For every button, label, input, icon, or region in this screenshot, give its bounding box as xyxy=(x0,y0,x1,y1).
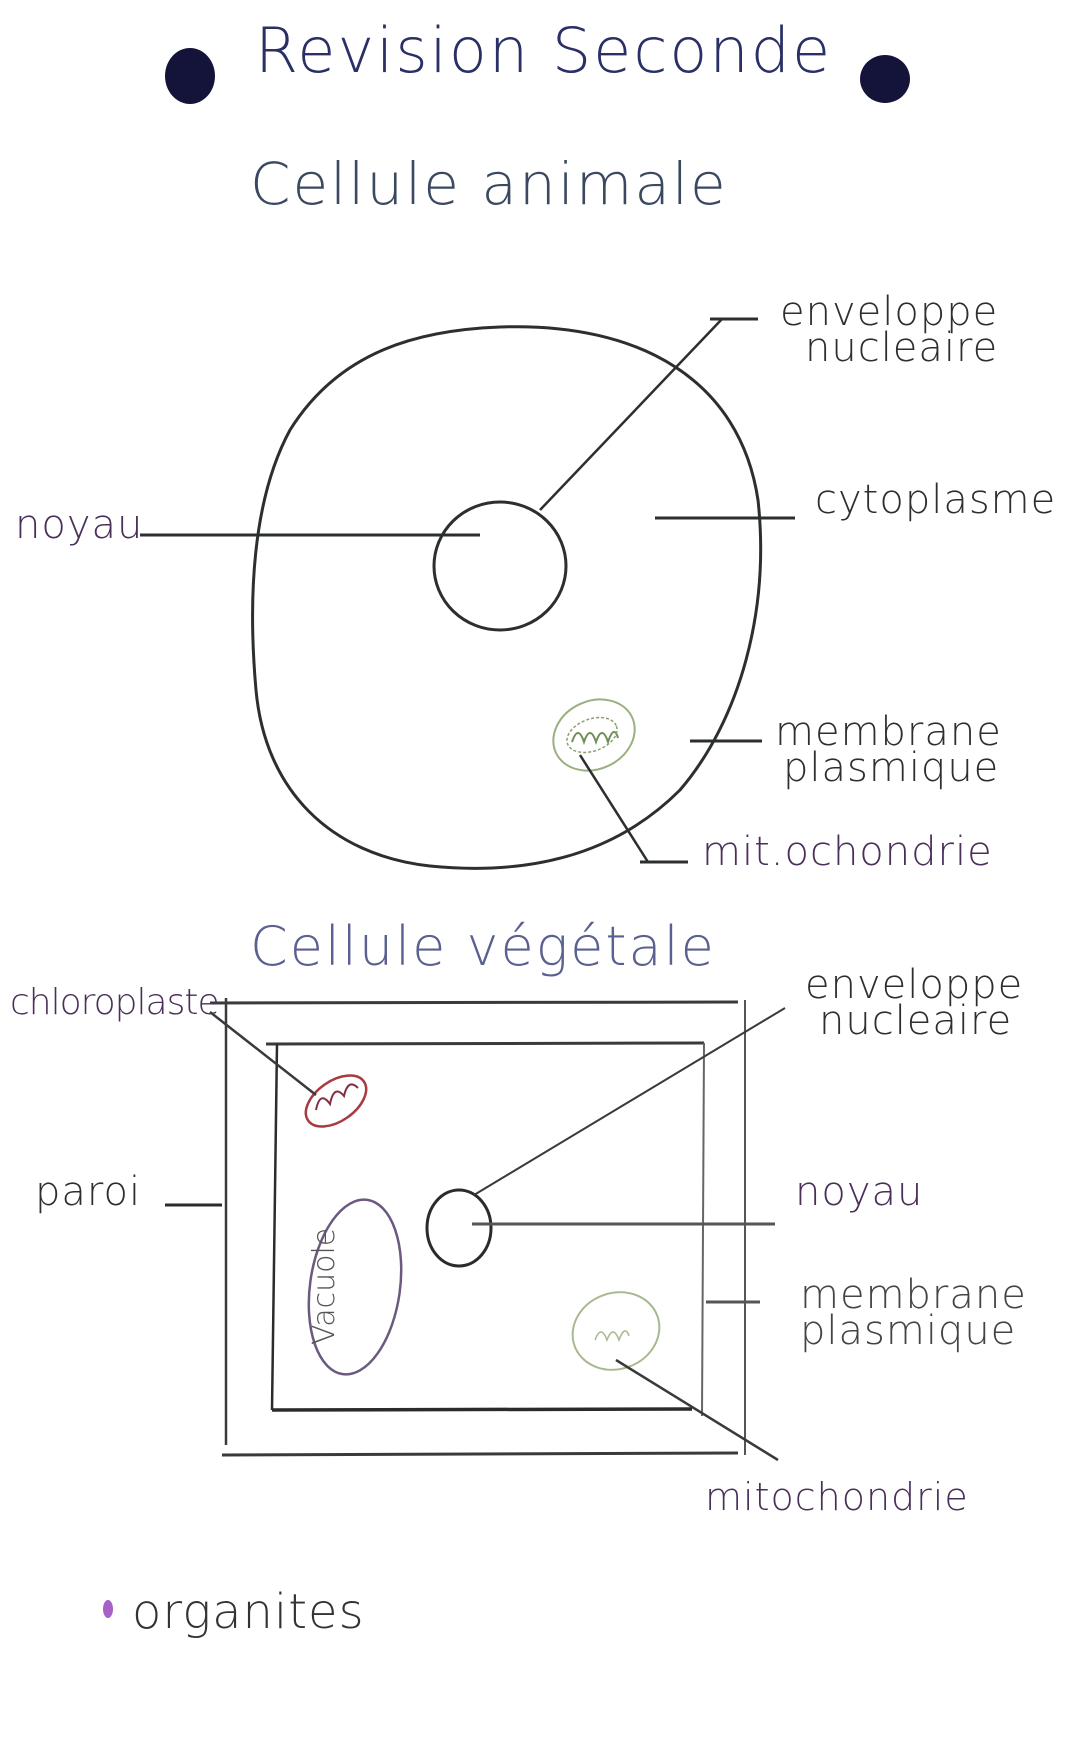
label-line: membrane xyxy=(800,1272,1027,1318)
animal-cell-heading: Cellule animale xyxy=(250,150,728,218)
plant-label-nucleus: noyau xyxy=(795,1169,924,1215)
label-line: plasmique xyxy=(783,745,1000,791)
vacuole-shape xyxy=(307,1198,403,1376)
label-line: membrane xyxy=(775,709,1002,755)
animal-mitochondria xyxy=(552,698,636,772)
plant-label-mitochondria: mitochondrie xyxy=(705,1475,969,1519)
plant-label-vacuole: Vacuole xyxy=(307,1227,342,1345)
header-bullet-left xyxy=(165,48,215,104)
label-line: enveloppe xyxy=(805,962,1024,1008)
animal-label-cytoplasm: cytoplasme xyxy=(815,477,1057,523)
plant-cell-heading: Cellule végétale xyxy=(250,915,716,978)
animal-label-mitochondria: mit.ochondrie xyxy=(702,829,993,875)
animal-cell-membrane xyxy=(251,325,763,870)
animal-label-plasma-membrane: membrane plasmique xyxy=(775,712,1002,788)
plant-label-plasma-membrane: membrane plasmique xyxy=(800,1275,1027,1351)
legend-organelles: organites xyxy=(132,1584,365,1640)
animal-label-nuclear-envelope: enveloppe nucleaire xyxy=(780,292,998,368)
header-bullet-right xyxy=(860,55,910,103)
label-line: enveloppe xyxy=(780,289,999,335)
chloroplast-shape xyxy=(304,1074,368,1128)
page-title: Revision Seconde xyxy=(255,14,833,87)
label-line: plasmique xyxy=(800,1308,1017,1354)
plant-label-nuclear-envelope: enveloppe nucleaire xyxy=(805,965,1023,1041)
plant-mitochondria xyxy=(571,1291,661,1371)
animal-label-nucleus: noyau xyxy=(15,502,144,548)
plant-label-cell-wall: paroi xyxy=(35,1169,142,1215)
plant-nucleus xyxy=(425,1188,493,1268)
plant-label-chloroplast: chloroplaste xyxy=(10,982,220,1023)
legend-marker xyxy=(103,1600,113,1618)
label-line: nucleaire xyxy=(819,998,1013,1044)
label-line: nucleaire xyxy=(805,325,999,371)
animal-nucleus xyxy=(432,500,568,632)
